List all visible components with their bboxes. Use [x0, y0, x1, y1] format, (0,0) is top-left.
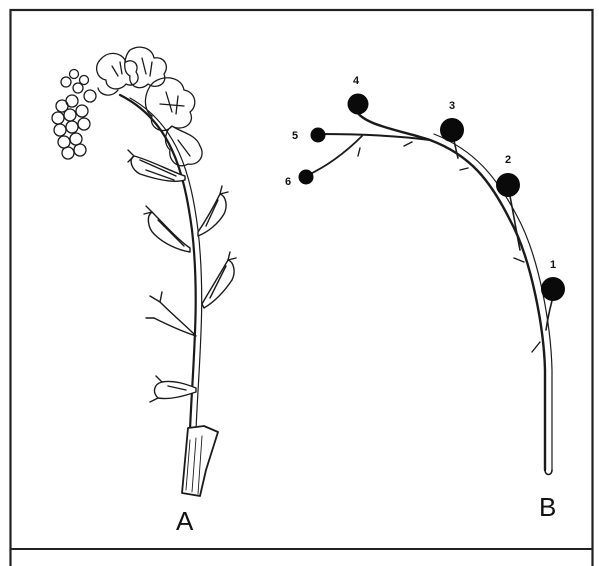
node-3-circle	[440, 118, 464, 142]
node-5-number: 5	[292, 130, 298, 142]
node-3-number: 3	[449, 100, 455, 112]
node-4-number: 4	[353, 75, 360, 87]
node-1-number: 1	[550, 259, 556, 271]
panel-a-bud-cluster	[52, 70, 96, 160]
node-1-circle	[541, 277, 565, 301]
panel-b-node-numbers: 1 2 3 4 5 6	[285, 75, 556, 271]
node-6-number: 6	[285, 176, 291, 188]
panel-b-branch-6	[306, 136, 362, 176]
panel-b-main-stem	[355, 108, 545, 470]
node-4-circle	[348, 94, 369, 115]
panel-a-label: A	[176, 508, 193, 534]
node-2-circle	[496, 173, 520, 197]
node-5-circle	[311, 128, 326, 143]
panel-b-nodes	[299, 94, 566, 302]
panel-a-upper-flowers	[97, 47, 202, 166]
panel-b-label: B	[539, 494, 556, 520]
figure-frame	[10, 10, 593, 566]
node-6-circle	[299, 170, 314, 185]
panel-a-drawing	[52, 47, 236, 496]
panel-a-seed-pods	[128, 150, 236, 402]
panel-a-main-stem	[120, 95, 196, 430]
panel-b-schematic	[306, 108, 555, 475]
node-2-number: 2	[505, 154, 511, 166]
